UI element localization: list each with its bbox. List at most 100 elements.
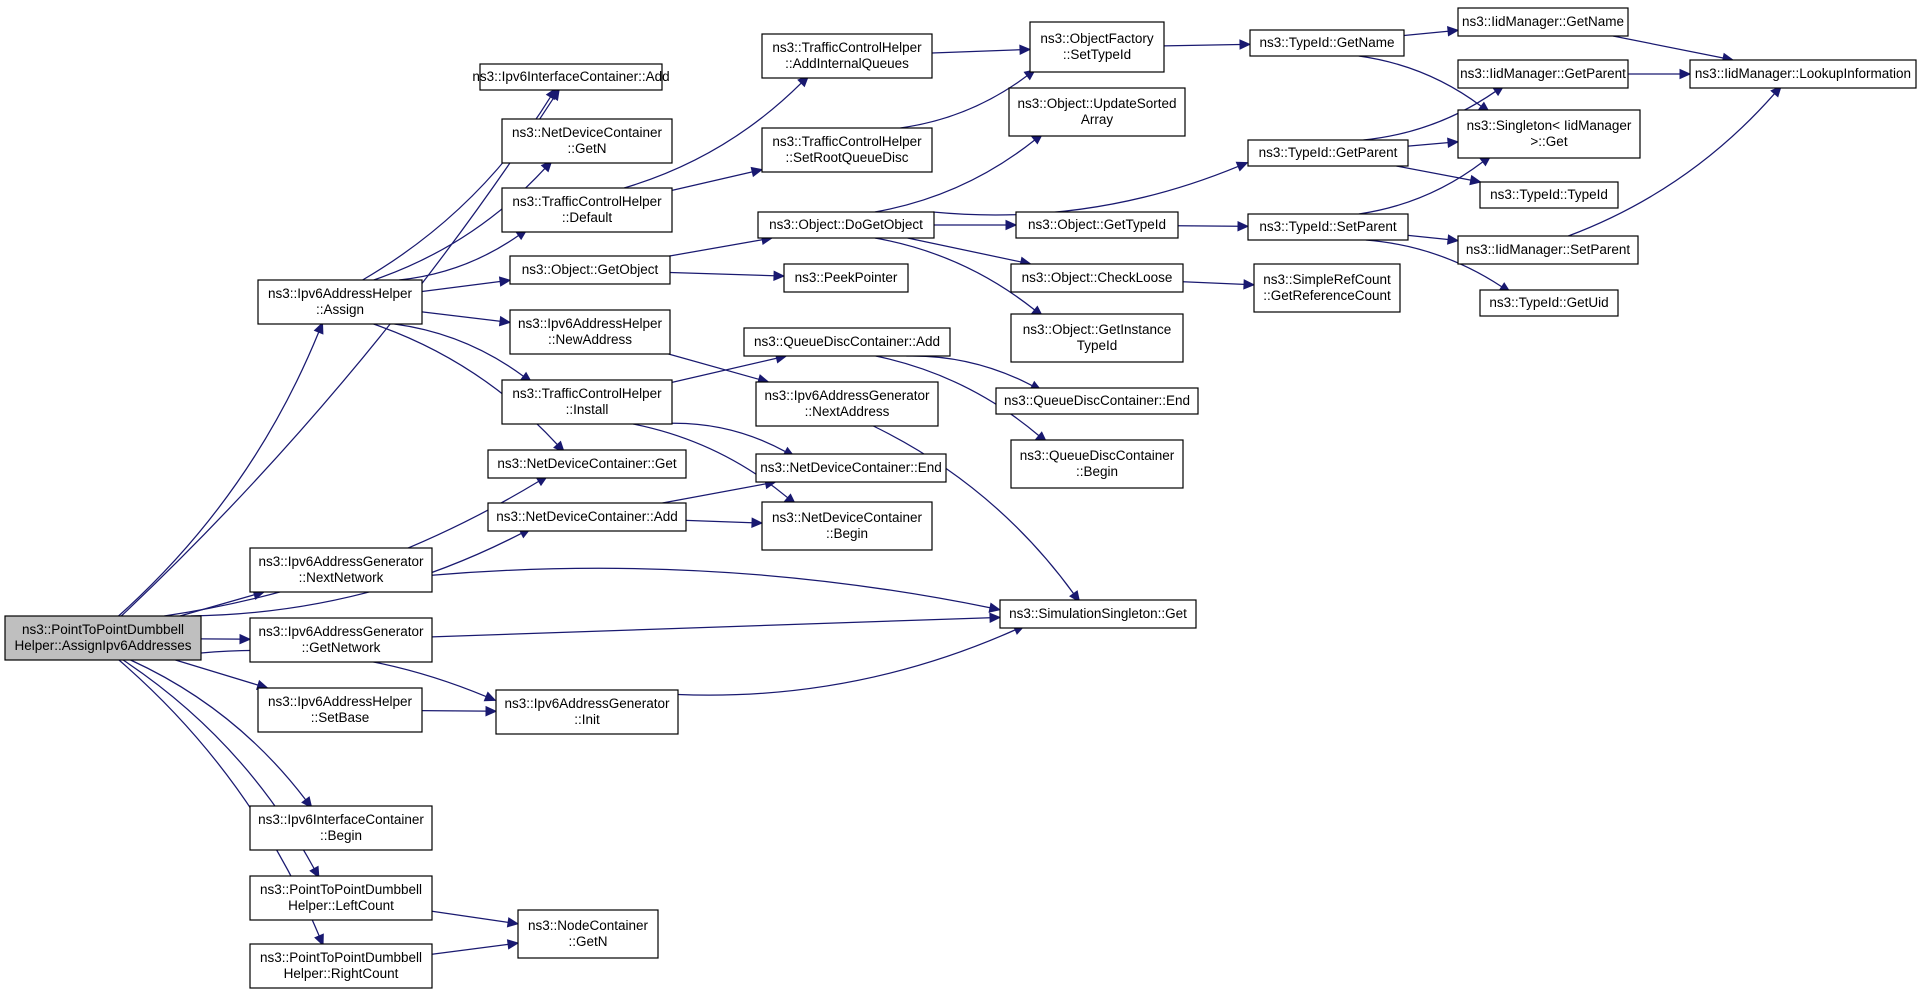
node-of-settypeid[interactable]: ns3::ObjectFactory::SetTypeId xyxy=(1029,21,1165,73)
node-obj-checkloose[interactable]: ns3::Object::CheckLoose xyxy=(1010,263,1184,293)
node-box[interactable] xyxy=(755,453,947,483)
node-iid-getname[interactable]: ns3::IidManager::GetName xyxy=(1457,7,1629,37)
node-tch-install[interactable]: ns3::TrafficControlHelper::Install xyxy=(501,379,673,425)
node-ah-setbase[interactable]: ns3::Ipv6AddressHelper::SetBase xyxy=(257,687,423,733)
node-box[interactable] xyxy=(517,909,659,959)
arrowhead-tid_setparent-to-iid_setparent xyxy=(1447,234,1460,245)
node-box[interactable] xyxy=(999,599,1197,629)
node-tch-addqueues[interactable]: ns3::TrafficControlHelper::AddInternalQu… xyxy=(761,33,933,79)
node-box[interactable] xyxy=(1457,7,1629,37)
node-label-line: ns3::Ipv6AddressHelper xyxy=(518,316,663,331)
node-iid-lookup[interactable]: ns3::IidManager::LookupInformation xyxy=(1689,59,1917,89)
node-box[interactable] xyxy=(761,501,933,551)
node-iid-setparent[interactable]: ns3::IidManager::SetParent xyxy=(1457,235,1639,265)
node-box[interactable] xyxy=(1247,139,1409,167)
node-box[interactable] xyxy=(783,263,909,293)
node-box[interactable] xyxy=(509,309,671,355)
node-box[interactable] xyxy=(1008,87,1186,137)
node-box[interactable] xyxy=(501,379,673,425)
edge-root-to-ndc_add xyxy=(190,532,522,617)
node-ndc-get[interactable]: ns3::NetDeviceContainer::Get xyxy=(487,449,687,479)
node-box[interactable] xyxy=(1010,263,1184,293)
node-ndc-getn[interactable]: ns3::NetDeviceContainer::GetN xyxy=(501,118,673,164)
node-sim-get[interactable]: ns3::SimulationSingleton::Get xyxy=(999,599,1197,629)
node-box[interactable] xyxy=(1689,59,1917,89)
node-box[interactable] xyxy=(1479,181,1619,209)
edge-qdc_add-to-qdc_begin xyxy=(875,355,1040,437)
node-box[interactable] xyxy=(757,211,935,239)
node-box[interactable] xyxy=(761,33,933,79)
node-tch-setroot[interactable]: ns3::TrafficControlHelper::SetRootQueueD… xyxy=(761,127,933,173)
node-ag-nextaddress[interactable]: ns3::Ipv6AddressGenerator::NextAddress xyxy=(755,381,939,427)
node-singleton-get[interactable]: ns3::Singleton< IidManager >::Get xyxy=(1457,109,1641,159)
node-ag-getnetwork[interactable]: ns3::Ipv6AddressGenerator::GetNetwork xyxy=(249,617,433,663)
node-ndc-begin[interactable]: ns3::NetDeviceContainer::Begin xyxy=(761,501,933,551)
node-box[interactable] xyxy=(1247,213,1409,241)
node-box[interactable] xyxy=(257,687,423,733)
node-label-line: ns3::Ipv6InterfaceContainer::Add xyxy=(472,69,669,84)
node-box[interactable] xyxy=(1253,263,1401,313)
node-tch-default[interactable]: ns3::TrafficControlHelper::Default xyxy=(501,187,673,233)
node-box[interactable] xyxy=(249,805,433,851)
node-box[interactable] xyxy=(487,449,687,479)
node-box[interactable] xyxy=(509,255,671,285)
node-box[interactable] xyxy=(257,279,423,325)
node-box[interactable] xyxy=(249,875,433,921)
node-box[interactable] xyxy=(1457,235,1639,265)
node-box[interactable] xyxy=(995,387,1199,415)
node-box[interactable] xyxy=(743,327,951,357)
node-box[interactable] xyxy=(249,943,433,989)
node-box[interactable] xyxy=(1457,59,1629,89)
node-iid-getparent[interactable]: ns3::IidManager::GetParent xyxy=(1457,59,1629,89)
node-box[interactable] xyxy=(1457,109,1641,159)
node-box[interactable] xyxy=(501,118,673,164)
node-p2p-left[interactable]: ns3::PointToPointDumbbellHelper::LeftCou… xyxy=(249,875,433,921)
edge-p2p_left-to-nc_getn xyxy=(431,910,509,923)
node-ndc-add[interactable]: ns3::NetDeviceContainer::Add xyxy=(487,502,687,532)
node-box[interactable] xyxy=(501,187,673,233)
node-ic-begin[interactable]: ns3::Ipv6InterfaceContainer::Begin xyxy=(249,805,433,851)
node-tid-typeid[interactable]: ns3::TypeId::TypeId xyxy=(1479,181,1619,209)
node-box[interactable] xyxy=(1029,21,1165,73)
node-obj-gettypeid[interactable]: ns3::Object::GetTypeId xyxy=(1015,211,1179,239)
node-tid-getparent[interactable]: ns3::TypeId::GetParent xyxy=(1247,139,1409,167)
node-tid-setparent[interactable]: ns3::TypeId::SetParent xyxy=(1247,213,1409,241)
node-box[interactable] xyxy=(495,689,679,735)
node-box[interactable] xyxy=(1010,439,1184,489)
node-qdc-add[interactable]: ns3::QueueDiscContainer::Add xyxy=(743,327,951,357)
node-ag-nextnetwork[interactable]: ns3::Ipv6AddressGenerator::NextNetwork xyxy=(249,547,433,593)
node-obj-dogetobject[interactable]: ns3::Object::DoGetObject xyxy=(757,211,935,239)
node-box[interactable] xyxy=(755,381,939,427)
node-box[interactable] xyxy=(1249,29,1405,57)
node-ndc-end[interactable]: ns3::NetDeviceContainer::End xyxy=(755,453,947,483)
node-root[interactable]: ns3::PointToPointDumbbellHelper::AssignI… xyxy=(4,615,202,661)
node-box[interactable] xyxy=(761,127,933,173)
node-label-line: ns3::PointToPointDumbbell xyxy=(260,882,422,897)
node-box[interactable] xyxy=(249,617,433,663)
edge-ag_getnetwork-to-sim_get xyxy=(431,617,991,638)
node-ah-newaddress[interactable]: ns3::Ipv6AddressHelper::NewAddress xyxy=(509,309,671,355)
node-qdc-begin[interactable]: ns3::QueueDiscContainer::Begin xyxy=(1010,439,1184,489)
node-p2p-right[interactable]: ns3::PointToPointDumbbellHelper::RightCo… xyxy=(249,943,433,989)
node-tid-getuid[interactable]: ns3::TypeId::GetUid xyxy=(1479,289,1619,317)
node-tid-getname[interactable]: ns3::TypeId::GetName xyxy=(1249,29,1405,57)
node-ag-init[interactable]: ns3::Ipv6AddressGenerator::Init xyxy=(495,689,679,735)
node-qdc-end[interactable]: ns3::QueueDiscContainer::End xyxy=(995,387,1199,415)
node-peekpointer[interactable]: ns3::PeekPointer xyxy=(783,263,909,293)
node-nc-getn[interactable]: ns3::NodeContainer::GetN xyxy=(517,909,659,959)
node-ah-assign[interactable]: ns3::Ipv6AddressHelper::Assign xyxy=(257,279,423,325)
node-box[interactable] xyxy=(487,502,687,532)
node-label-line: ns3::NetDeviceContainer::Add xyxy=(496,509,678,524)
node-label-line: ::SetRootQueueDisc xyxy=(785,150,908,165)
node-box[interactable] xyxy=(4,615,202,661)
node-ic-add[interactable]: ns3::Ipv6InterfaceContainer::Add xyxy=(472,63,670,91)
node-box[interactable] xyxy=(249,547,433,593)
node-box[interactable] xyxy=(1010,313,1184,363)
node-box[interactable] xyxy=(1479,289,1619,317)
node-src-getrefcount[interactable]: ns3::SimpleRefCount::GetReferenceCount xyxy=(1253,263,1401,313)
node-box[interactable] xyxy=(1015,211,1179,239)
node-obj-getobject[interactable]: ns3::Object::GetObject xyxy=(509,255,671,285)
node-box[interactable] xyxy=(479,63,663,91)
